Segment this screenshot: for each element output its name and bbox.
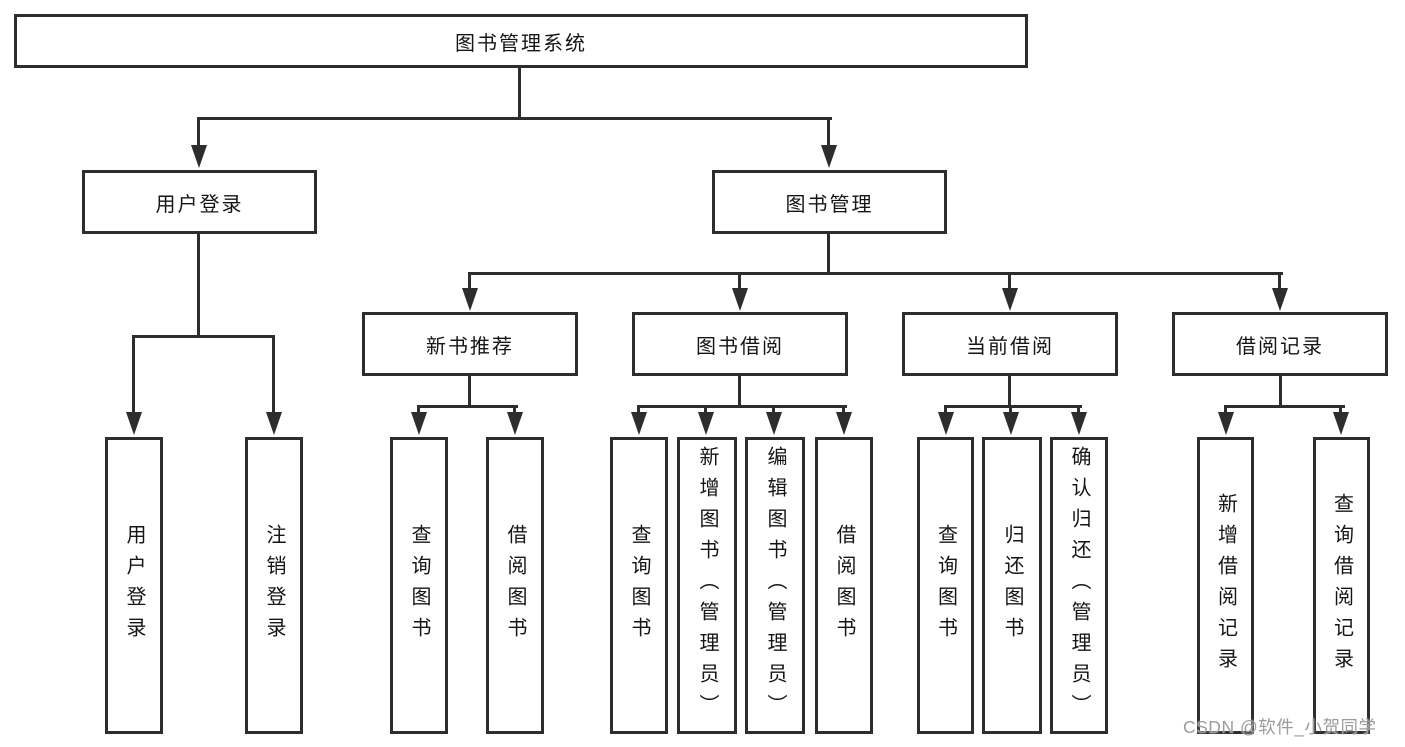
connector-root-trunk [518, 68, 521, 120]
leaf-newbooks-borrow-books-label: 借阅图书 [504, 523, 526, 648]
node-root: 图书管理系统 [14, 14, 1028, 68]
connector-stub-user-login [197, 117, 200, 148]
arrow-down-icon [1333, 412, 1349, 435]
arrow-down-icon [191, 145, 207, 168]
node-book-borrow-label: 图书借阅 [696, 335, 784, 358]
leaf-logout-label: 注销登录 [263, 523, 285, 648]
arrow-down-icon [836, 412, 852, 435]
node-user-login-label: 用户登录 [155, 193, 244, 216]
node-root-label: 图书管理系统 [455, 32, 587, 55]
leaf-borrow-edit-books-admin-label: 编辑图书（管理员） [764, 446, 786, 725]
leaf-logout: 注销登录 [245, 437, 303, 734]
leaf-borrow-edit-books-admin: 编辑图书（管理员） [745, 437, 805, 734]
leaf-borrow-query-books: 查询图书 [610, 437, 668, 734]
arrow-down-icon [766, 412, 782, 435]
leaf-current-query-books-label: 查询图书 [934, 523, 957, 648]
connector-stub [772, 405, 775, 415]
csdn-watermark: CSDN @软件_小贺同学 [1183, 717, 1377, 737]
connector-new-books-trunk [468, 376, 471, 408]
leaf-current-return-books-label: 归还图书 [1001, 523, 1023, 648]
connector-user-login-branch [132, 335, 275, 338]
node-book-mgmt-label: 图书管理 [785, 193, 874, 216]
connector-book-borrow-trunk [738, 376, 741, 408]
node-new-books-label: 新书推荐 [426, 335, 514, 358]
connector-book-mgmt-branch [468, 272, 1283, 275]
leaf-records-add-record: 新增借阅记录 [1197, 437, 1254, 734]
arrow-down-icon [507, 412, 523, 435]
leaf-borrow-query-books-label: 查询图书 [628, 523, 650, 648]
arrow-down-icon [631, 412, 647, 435]
node-book-borrow: 图书借阅 [632, 312, 848, 376]
connector-stub-book-borrow [738, 272, 741, 291]
connector-current-borrow-branch [944, 405, 1082, 408]
connector-stub-new-books [468, 272, 471, 291]
connector-book-borrow-branch [637, 405, 847, 408]
leaf-records-query-record: 查询借阅记录 [1313, 437, 1370, 734]
connector-stub-leaf-logout [272, 335, 275, 414]
connector-stub [417, 405, 420, 415]
connector-stub [1009, 405, 1012, 415]
node-current-borrow: 当前借阅 [902, 312, 1118, 376]
node-borrow-records: 借阅记录 [1172, 312, 1388, 376]
connector-stub [1077, 405, 1080, 415]
arrow-down-icon [462, 288, 478, 311]
leaf-current-confirm-return-admin-label: 确认归还（管理员） [1068, 446, 1090, 725]
arrow-down-icon [1002, 288, 1018, 311]
leaf-user-login: 用户登录 [105, 437, 163, 734]
connector-current-borrow-trunk [1008, 376, 1011, 408]
connector-borrow-records-trunk [1279, 376, 1282, 408]
arrow-down-icon [266, 412, 282, 435]
node-user-login: 用户登录 [82, 170, 317, 234]
connector-root-branch [197, 117, 832, 120]
arrow-down-icon [1071, 412, 1087, 435]
node-new-books: 新书推荐 [362, 312, 578, 376]
leaf-user-login-label: 用户登录 [123, 523, 145, 648]
arrow-down-icon [821, 145, 837, 168]
arrow-down-icon [1218, 412, 1234, 435]
connector-stub [1339, 405, 1342, 415]
leaf-records-add-record-label: 新增借阅记录 [1214, 492, 1237, 679]
arrow-down-icon [126, 412, 142, 435]
connector-stub [944, 405, 947, 415]
leaf-records-query-record-label: 查询借阅记录 [1330, 492, 1353, 679]
connector-stub [637, 405, 640, 415]
connector-stub-current-borrow [1008, 272, 1011, 291]
arrow-down-icon [732, 288, 748, 311]
leaf-borrow-borrow-books: 借阅图书 [815, 437, 873, 734]
arrow-down-icon [938, 412, 954, 435]
arrow-down-icon [1003, 412, 1019, 435]
connector-stub [704, 405, 707, 415]
leaf-borrow-borrow-books-label: 借阅图书 [833, 523, 855, 648]
connector-user-login-trunk [197, 234, 200, 338]
leaf-newbooks-query-books-label: 查询图书 [408, 523, 430, 648]
connector-stub [1224, 405, 1227, 415]
connector-new-books-branch [417, 405, 518, 408]
leaf-newbooks-query-books: 查询图书 [390, 437, 448, 734]
arrow-down-icon [411, 412, 427, 435]
node-book-mgmt: 图书管理 [712, 170, 947, 234]
arrow-down-icon [698, 412, 714, 435]
connector-book-mgmt-trunk [827, 234, 830, 275]
leaf-current-query-books: 查询图书 [917, 437, 974, 734]
connector-stub [513, 405, 516, 415]
connector-stub-leaf-user-login [132, 335, 135, 414]
connector-stub-book-mgmt [827, 117, 830, 148]
arrow-down-icon [1272, 288, 1288, 311]
leaf-newbooks-borrow-books: 借阅图书 [486, 437, 544, 734]
connector-stub [842, 405, 845, 415]
leaf-current-confirm-return-admin: 确认归还（管理员） [1050, 437, 1108, 734]
connector-borrow-records-branch [1224, 405, 1345, 408]
connector-stub-borrow-records [1278, 272, 1281, 291]
node-current-borrow-label: 当前借阅 [966, 335, 1054, 358]
leaf-borrow-add-books-admin: 新增图书（管理员） [677, 437, 737, 734]
node-borrow-records-label: 借阅记录 [1236, 335, 1324, 358]
leaf-current-return-books: 归还图书 [982, 437, 1042, 734]
leaf-borrow-add-books-admin-label: 新增图书（管理员） [696, 446, 718, 725]
